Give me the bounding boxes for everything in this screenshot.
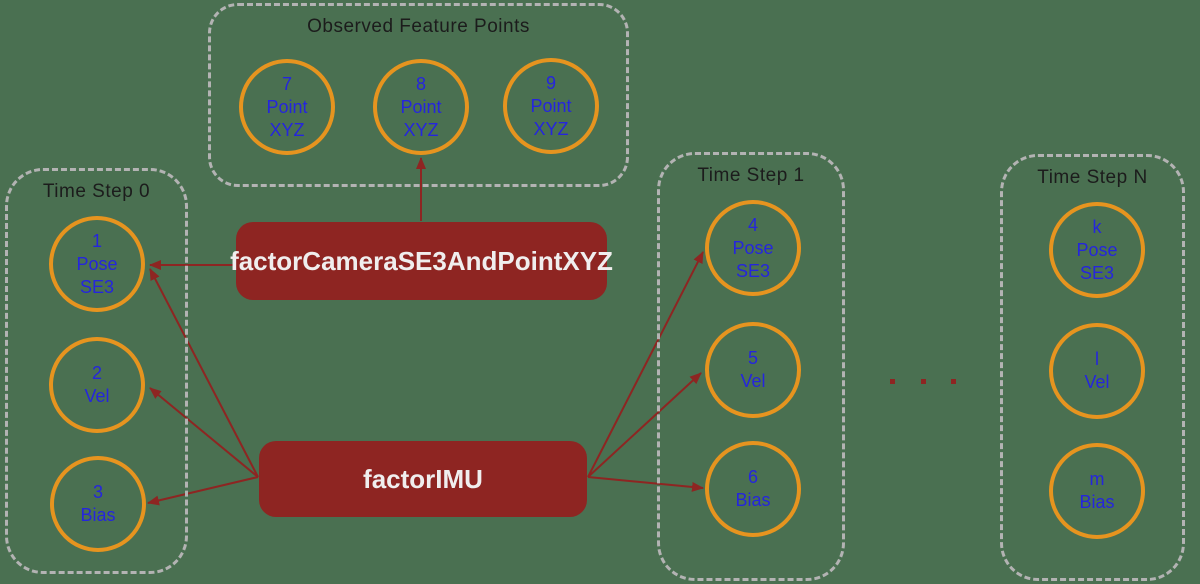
node-line: Pose bbox=[76, 253, 118, 274]
variable-node-7-point-xyz: 7 Point XYZ bbox=[239, 59, 335, 155]
node-line: Bias bbox=[1079, 492, 1115, 512]
node-line: l bbox=[1095, 349, 1099, 369]
variable-node-l-vel: l Vel bbox=[1049, 323, 1145, 419]
node-line: Point bbox=[400, 96, 442, 117]
node-line: SE3 bbox=[735, 260, 771, 281]
node-line: 1 bbox=[91, 230, 102, 251]
ellipsis-dot bbox=[890, 379, 895, 384]
node-line: Vel bbox=[84, 386, 110, 406]
group-title-observed-feature-points: Observed Feature Points bbox=[307, 16, 530, 37]
node-line: 6 bbox=[747, 467, 758, 487]
variable-node-6-bias: 6 Bias bbox=[705, 441, 801, 537]
node-line: XYZ bbox=[269, 119, 305, 140]
node-line: SE3 bbox=[79, 276, 115, 297]
variable-node-2-vel: 2 Vel bbox=[49, 337, 145, 433]
node-line: Bias bbox=[80, 505, 116, 525]
variable-node-8-point-xyz: 8 Point XYZ bbox=[373, 59, 469, 155]
ellipsis-dots bbox=[890, 379, 956, 384]
group-time-step-0: Time Step 0 bbox=[5, 168, 188, 574]
ellipsis-dot bbox=[920, 379, 926, 384]
factor-imu-box: factorIMU bbox=[259, 441, 587, 517]
node-line: Pose bbox=[732, 237, 774, 258]
variable-node-1-pose-se3: 1 Pose SE3 bbox=[49, 216, 145, 312]
node-line: XYZ bbox=[403, 119, 439, 140]
node-line: SE3 bbox=[1079, 262, 1115, 283]
variable-node-k-pose-se3: k Pose SE3 bbox=[1049, 202, 1145, 298]
node-line: Pose bbox=[1076, 239, 1118, 260]
node-line: k bbox=[1092, 216, 1102, 237]
node-line: 4 bbox=[747, 214, 758, 235]
node-line: 9 bbox=[545, 72, 556, 93]
group-title-time-step-0: Time Step 0 bbox=[42, 181, 151, 202]
node-line: Vel bbox=[1084, 372, 1110, 392]
node-line: Point bbox=[530, 95, 572, 116]
node-line: 5 bbox=[747, 348, 758, 368]
factor-label: factorCameraSE3AndPointXYZ bbox=[230, 245, 613, 276]
group-time-step-1: Time Step 1 bbox=[657, 152, 845, 581]
variable-node-m-bias: m Bias bbox=[1049, 443, 1145, 539]
factor-label: factorIMU bbox=[363, 463, 483, 494]
node-line: Bias bbox=[735, 490, 771, 510]
node-line: m bbox=[1089, 469, 1105, 489]
factor-camera-se3-and-point-xyz-box: factorCameraSE3AndPointXYZ bbox=[230, 222, 613, 300]
ellipsis-dot bbox=[951, 379, 956, 384]
node-line: 2 bbox=[91, 363, 102, 383]
node-line: 7 bbox=[281, 73, 292, 94]
group-title-time-step-n: Time Step N bbox=[1037, 167, 1148, 188]
node-line: 8 bbox=[415, 73, 426, 94]
variable-node-9-point-xyz: 9 Point XYZ bbox=[503, 58, 599, 154]
group-title-time-step-1: Time Step 1 bbox=[697, 165, 805, 186]
node-line: Vel bbox=[740, 371, 766, 391]
variable-node-4-pose-se3: 4 Pose SE3 bbox=[705, 200, 801, 296]
variable-node-5-vel: 5 Vel bbox=[705, 322, 801, 418]
variable-node-3-bias: 3 Bias bbox=[50, 456, 146, 552]
group-observed-feature-points: Observed Feature Points bbox=[208, 3, 629, 187]
node-line: Point bbox=[266, 96, 308, 117]
node-line: XYZ bbox=[533, 118, 569, 139]
node-line: 3 bbox=[92, 482, 103, 502]
group-time-step-n: Time Step N bbox=[1000, 154, 1185, 581]
